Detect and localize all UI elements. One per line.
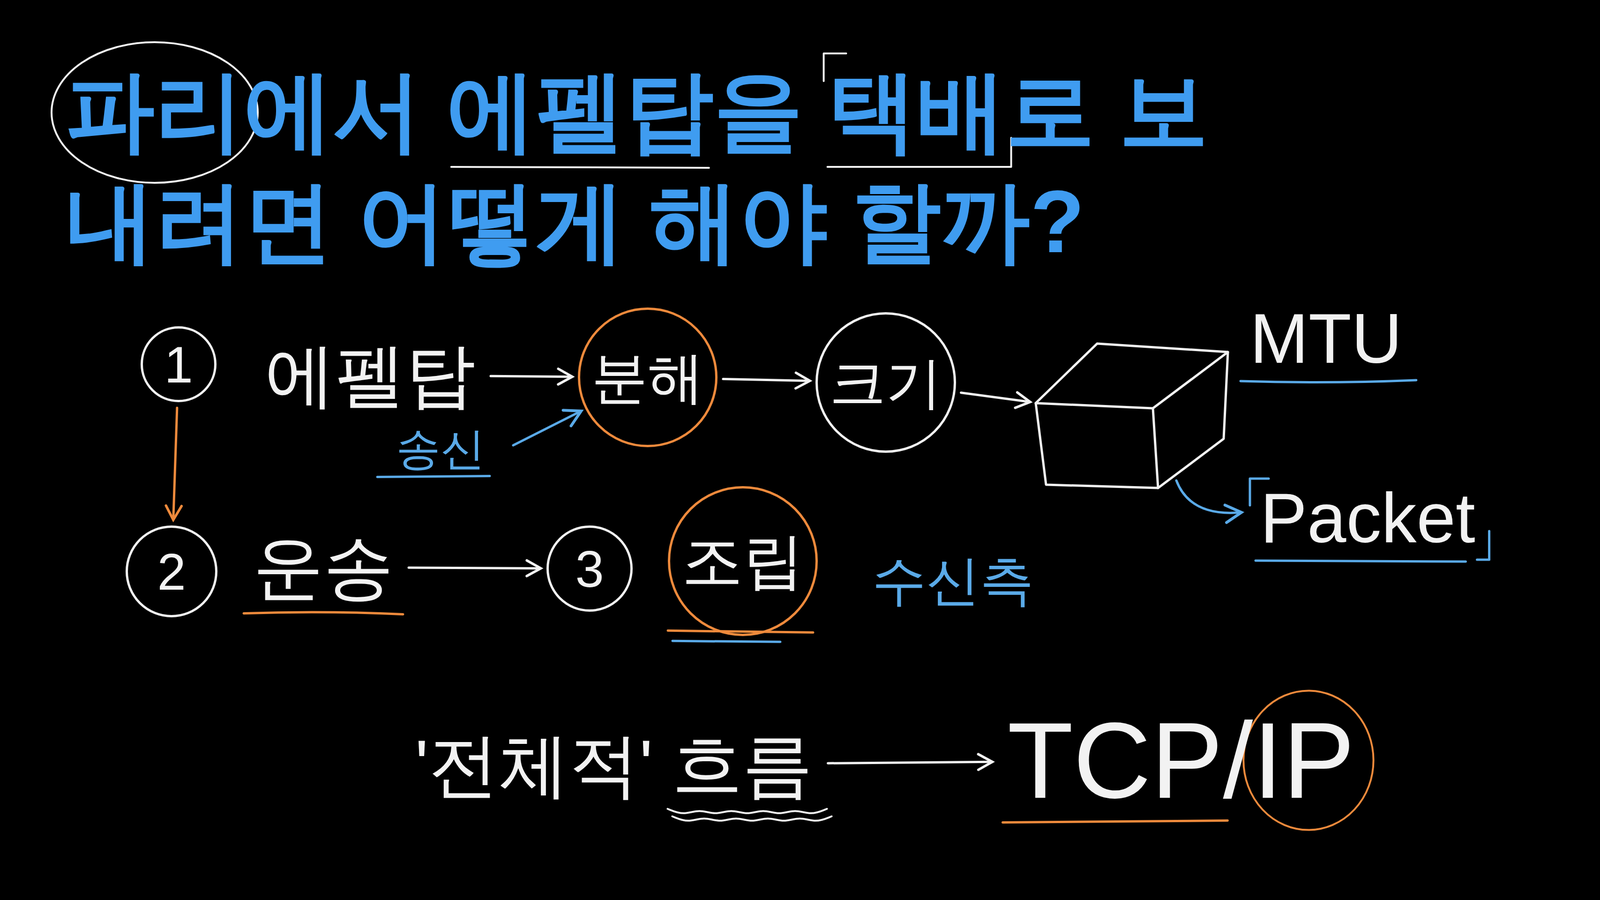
step-number: 3 — [546, 525, 633, 612]
underline — [1240, 380, 1417, 383]
underline — [243, 612, 404, 615]
cube-drawing — [1035, 341, 1230, 490]
flow-arrow — [408, 567, 541, 569]
object-text: 에펠탑 — [255, 329, 486, 421]
bracket — [1477, 530, 1490, 560]
underline — [377, 476, 490, 478]
pointer-arrow — [513, 411, 582, 446]
packet-box: Packet — [1035, 341, 1230, 490]
node-text: 분해 — [591, 346, 704, 409]
flow-arrow — [827, 761, 993, 763]
mtu-label: MTU — [1249, 299, 1403, 378]
node-text: 에펠탑 — [264, 336, 476, 414]
node-text: TCP/IP — [1007, 701, 1355, 820]
underline — [1002, 820, 1228, 823]
cube-edge — [1035, 403, 1159, 488]
protocol-text: TCP/IP — [997, 694, 1364, 827]
process-text: 운송 — [243, 522, 404, 613]
flow-arrow — [723, 378, 810, 381]
node-text: Packet — [1260, 479, 1476, 557]
node-text: 2 — [157, 543, 186, 600]
cube-edge — [1158, 351, 1228, 488]
node-text: 3 — [575, 540, 604, 598]
underline — [451, 166, 710, 168]
process-circle: 조립 — [667, 485, 819, 637]
node-text: 운송 — [253, 528, 394, 606]
title: 파리에서 에펠탑을 택배로 보내려면 어떻게 해야 할까? — [65, 55, 1238, 277]
flow-text: '전체적' 흐름 — [405, 719, 823, 811]
underline — [672, 640, 781, 642]
underline — [667, 630, 814, 633]
flow-arrow — [961, 392, 1031, 403]
process-circle: 분해 — [577, 307, 718, 448]
wavy-underline — [672, 816, 832, 821]
pointer-arrow — [1176, 480, 1242, 513]
flow-arrow — [490, 375, 573, 377]
receiver-label: 수신측 — [872, 550, 1034, 611]
cube-edge — [1035, 343, 1228, 409]
node-text: 크기 — [829, 351, 943, 414]
node-text: 1 — [164, 336, 193, 393]
sender-label: 송신 — [396, 424, 486, 474]
process-circle: 크기 — [815, 312, 957, 453]
step-number: 2 — [125, 525, 218, 618]
node-text: 조립 — [681, 527, 804, 595]
wavy-underline — [667, 808, 827, 814]
flow-arrow — [173, 407, 178, 520]
node-text: '전체적' 흐름 — [415, 726, 814, 804]
step-number: 1 — [140, 326, 217, 403]
underline — [1255, 560, 1466, 562]
